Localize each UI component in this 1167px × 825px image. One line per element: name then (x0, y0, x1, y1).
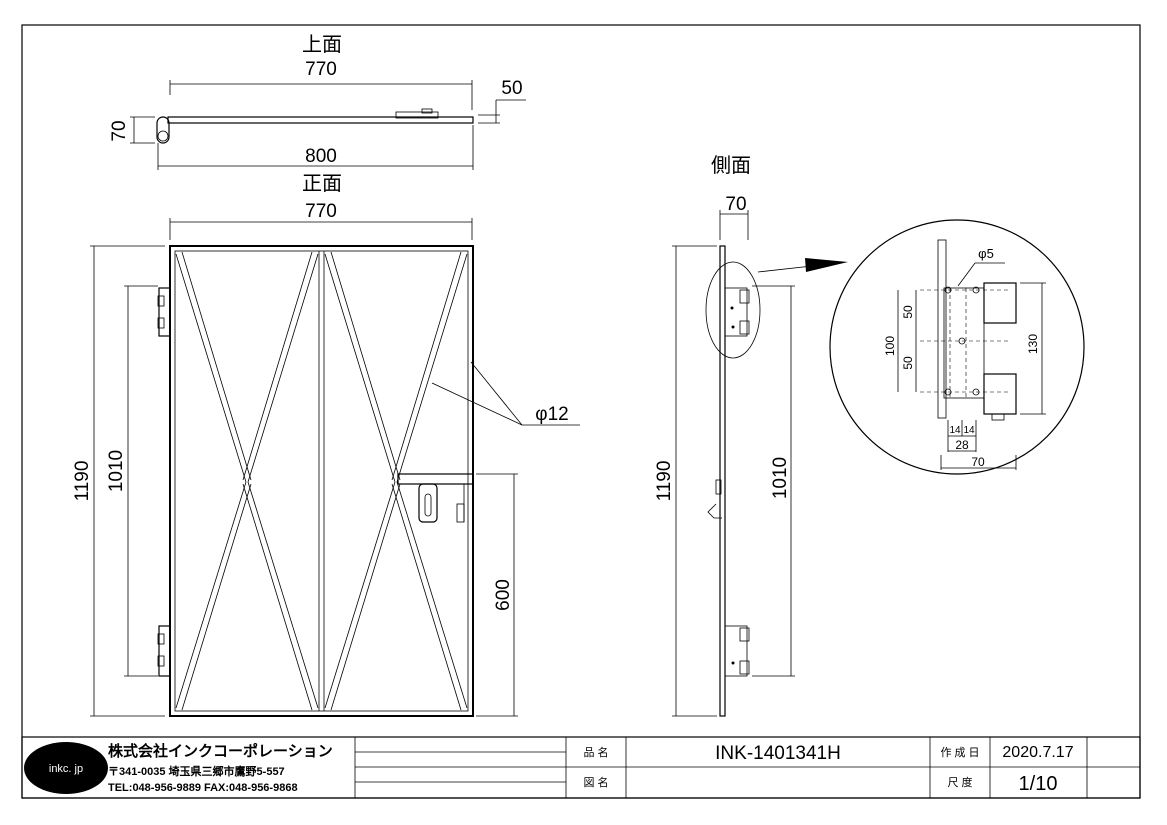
detail-hole-dim: φ5 (978, 246, 994, 261)
door-frame (169, 245, 474, 717)
left-x-brace (175, 251, 319, 711)
hinge-loop (156, 116, 170, 144)
top-width-dim: 770 (305, 59, 337, 80)
detail-14a: 14 (949, 425, 961, 436)
detail-100: 100 (883, 336, 897, 356)
product-label: 品 名 (583, 745, 608, 759)
side-hinge-span-dim: 1010 (770, 457, 791, 499)
product-value: INK-1401341H (715, 743, 841, 764)
detail-50b: 50 (901, 356, 915, 370)
title-block: inkc. jp 株式会社インクコーポレーション 〒341-0035 埼玉県三郷… (21, 736, 1141, 799)
scale-value: 1/10 (1019, 773, 1058, 795)
sheet-border (21, 24, 1141, 799)
front-width-dim: 770 (305, 201, 337, 222)
company-logo (24, 742, 108, 794)
top-view-title: 上面 (302, 33, 342, 56)
top-view: 上面 770 70 50 800 (109, 33, 526, 170)
side-bar (719, 245, 726, 717)
handle-height-dim: 600 (493, 579, 514, 611)
scale-label: 尺 度 (947, 775, 972, 789)
hinge-detail: φ5 50 50 100 130 14 14 28 70 (829, 219, 1085, 475)
side-view-title: 側面 (711, 154, 751, 177)
detail-14b: 14 (963, 425, 975, 436)
top-height-dim: 70 (109, 120, 130, 141)
side-depth-dim: 70 (725, 194, 746, 215)
logo-text: inkc. jp (49, 763, 83, 775)
date-value: 2020.7.17 (1002, 744, 1073, 761)
detail-50a: 50 (901, 305, 915, 319)
right-x-brace (324, 251, 468, 711)
company-contact: TEL:048-956-9889 FAX:048-956-9868 (108, 782, 298, 794)
latch (397, 473, 474, 523)
top-offset-dim: 50 (501, 78, 522, 99)
front-view: 正面 770 (72, 173, 580, 717)
date-label: 作 成 日 (940, 746, 979, 759)
drawing-label: 図 名 (583, 775, 608, 789)
bar-diameter-dim: φ12 (535, 404, 568, 425)
hinge-upper (157, 287, 171, 337)
side-height-dim: 1190 (654, 461, 675, 502)
detail-70: 70 (971, 455, 985, 469)
hinge-lower (157, 625, 171, 677)
hinge-span-dim: 1010 (106, 450, 127, 492)
side-view: 側面 70 1190 1010 (654, 154, 848, 717)
detail-28: 28 (955, 438, 969, 452)
detail-callout-circle (705, 261, 761, 359)
company-name: 株式会社インクコーポレーション (108, 742, 333, 760)
detail-130: 130 (1026, 334, 1040, 354)
front-view-title: 正面 (302, 173, 342, 195)
company-address: 〒341-0035 埼玉県三郷市鷹野5-557 (108, 764, 285, 778)
front-height-dim: 1190 (72, 461, 93, 502)
top-overall-dim: 800 (305, 146, 337, 167)
